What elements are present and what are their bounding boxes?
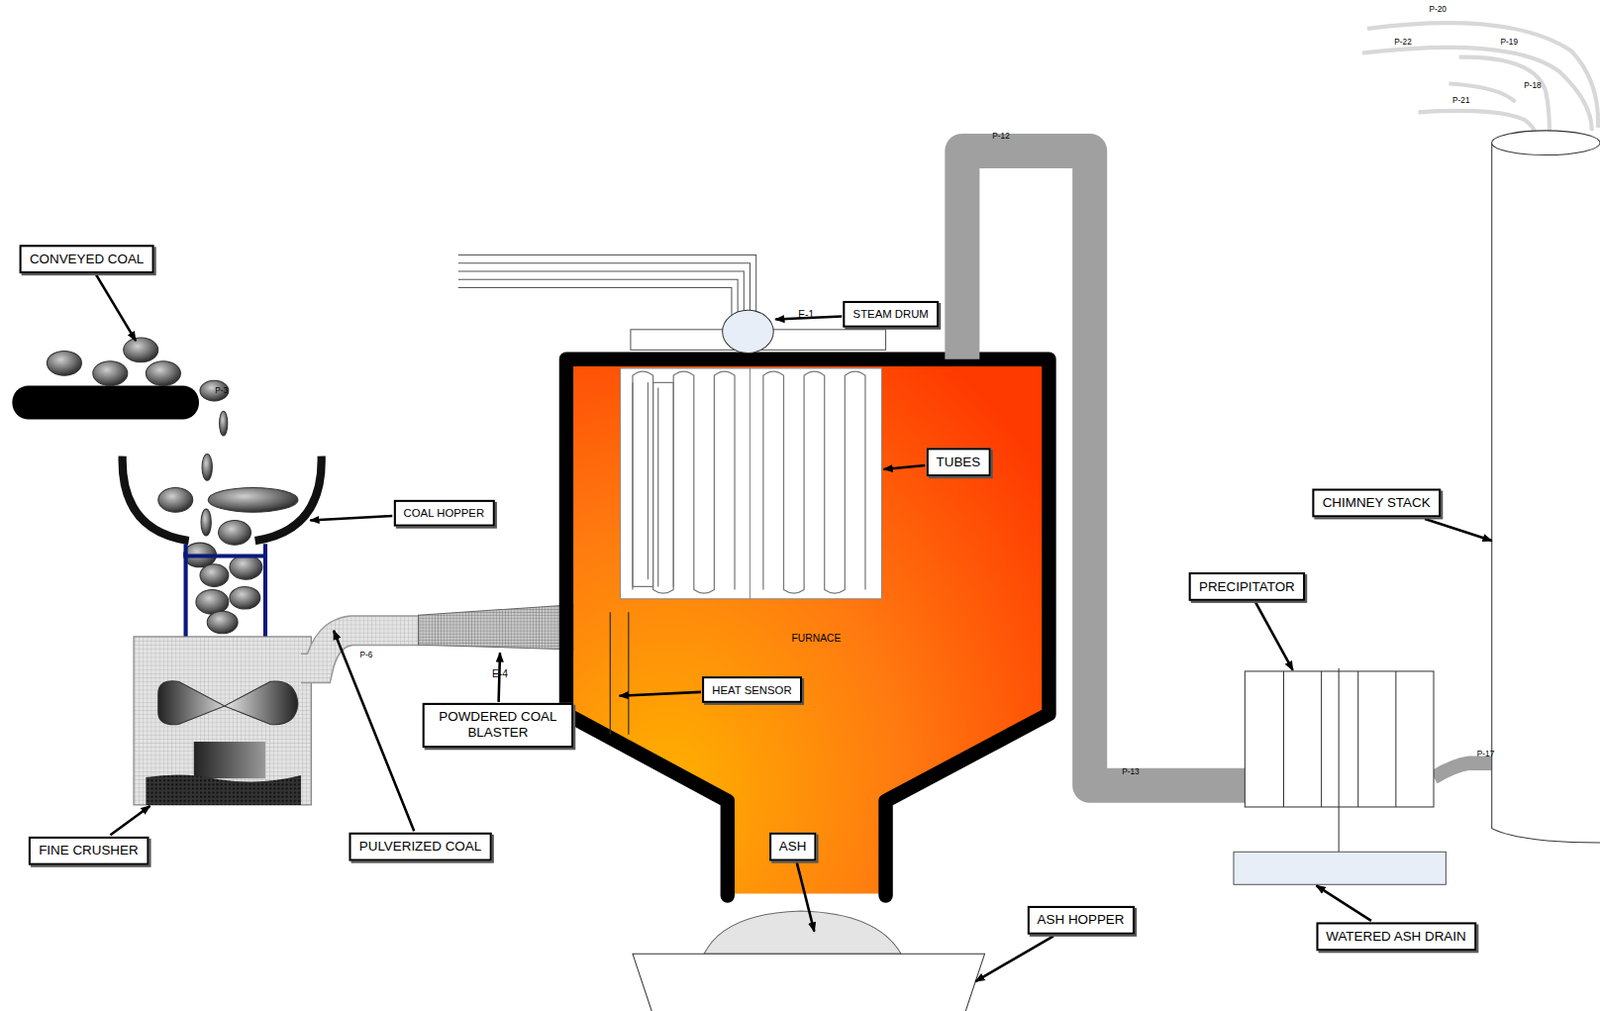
callout-text: FINE CRUSHER [38,843,138,859]
callout-box: HEAT SENSOR [701,676,802,703]
part-label: FURNACE [792,633,842,644]
part-label: P-12 [992,132,1009,141]
callout-text: TUBES [936,454,982,470]
leader-arrow [1315,885,1371,921]
callout-text: WATERED ASH DRAIN [1325,928,1466,944]
callout-text: CHIMNEY STACK [1322,495,1431,510]
part-label: P-13 [1121,768,1139,777]
part-label: P-21 [1452,97,1470,105]
leader-arrow [797,862,815,932]
part-label: P-22 [1394,38,1411,47]
callout-box: TUBES [925,447,991,478]
part-label: P-3 [214,386,228,395]
part-label: E-4 [492,669,508,680]
part-label: P-6 [360,650,374,659]
leader-arrow [1255,601,1294,671]
leader-arrow [975,935,1054,982]
leader-arrow [619,692,701,697]
callout-box: CHIMNEY STACK [1311,488,1441,518]
callout-box: PULVERIZED COAL [348,831,492,862]
leader-arrow [96,275,136,341]
callout-text: ASH HOPPER [1037,912,1125,928]
callout-text: POWDERED COAL BLASTER [428,709,568,741]
part-label: P-20 [1428,5,1446,14]
callout-box: ASH [769,831,817,862]
callout-text: PULVERIZED COAL [359,838,482,854]
callout-text: CONVEYED COAL [29,251,144,267]
callout-text: ASH [779,838,807,854]
callout-box: PRECIPITATOR [1189,571,1305,601]
leader-arrow [1424,518,1493,541]
callout-box: CONVEYED COAL [19,244,155,275]
callout-box: STEAM DRUM [842,300,939,327]
callout-text: PRECIPITATOR [1199,579,1296,595]
part-label: P-17 [1477,750,1495,759]
leader-arrow [333,630,414,831]
leader-arrow [109,805,150,835]
callout-box: FINE CRUSHER [28,835,149,866]
leader-arrow [883,465,925,470]
callout-text: HEAT SENSOR [711,683,792,697]
part-label: P-18 [1523,81,1541,90]
part-label: P-19 [1500,38,1518,47]
leader-arrow [309,515,393,520]
callout-text: STEAM DRUM [853,307,929,321]
callout-box: ASH HOPPER [1026,904,1134,935]
part-label: E-1 [798,309,814,320]
callout-box: WATERED ASH DRAIN [1315,921,1477,952]
callout-text: COAL HOPPER [403,506,485,520]
callout-box: COAL HOPPER [393,499,495,526]
callout-box: POWDERED COAL BLASTER [422,702,575,748]
